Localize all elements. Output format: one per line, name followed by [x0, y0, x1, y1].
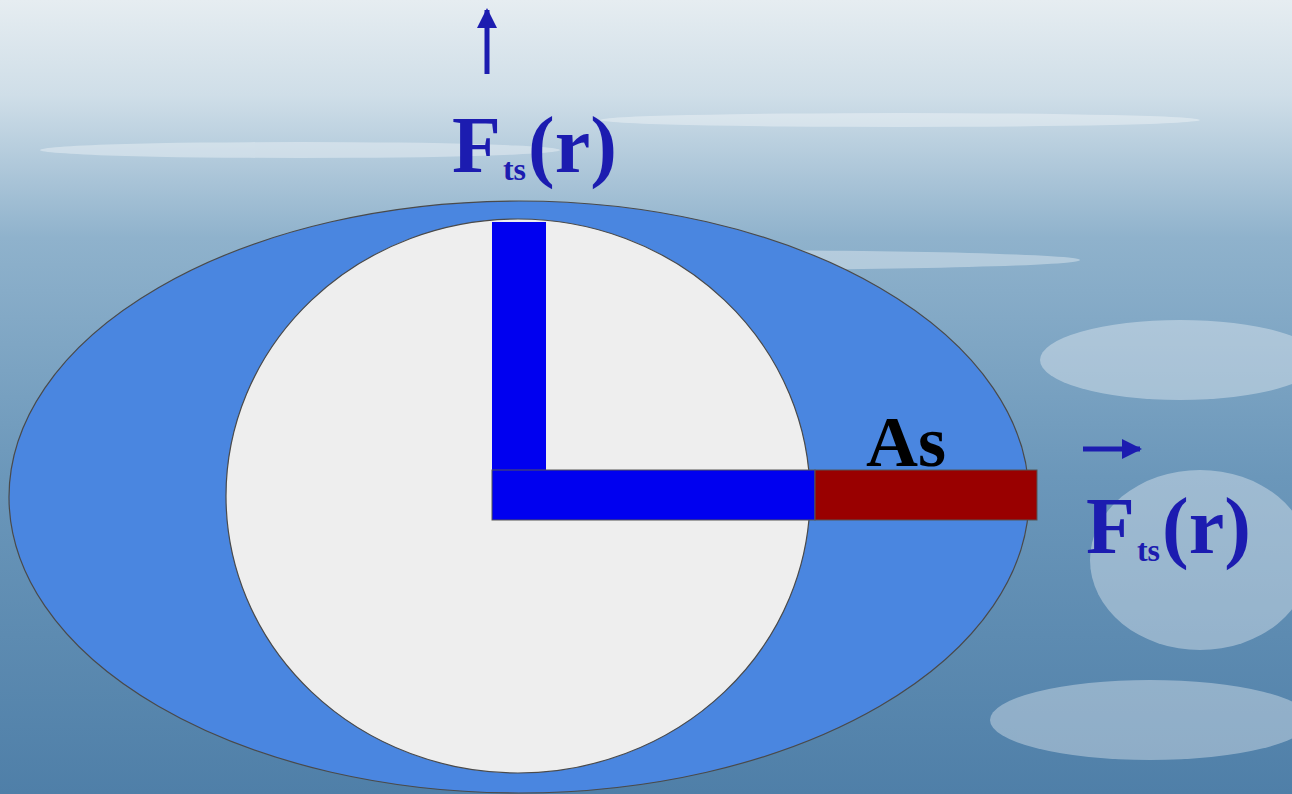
label-text: F — [1086, 486, 1135, 566]
label-text: (r) — [528, 105, 617, 185]
subscript-text: ts — [1137, 534, 1160, 566]
label-text: F — [452, 105, 501, 185]
area-label: As — [866, 406, 946, 478]
label-text: As — [866, 406, 946, 478]
surf — [1040, 320, 1292, 400]
force-label: Fts(r) — [1086, 486, 1251, 566]
surf — [990, 680, 1292, 760]
horizontal-bar — [492, 470, 815, 520]
force-arrow-right — [1083, 447, 1140, 452]
subscript-text: ts — [503, 153, 526, 185]
force-arrow-up — [485, 10, 490, 74]
force-label: Fts(r) — [452, 105, 617, 185]
label-text: (r) — [1162, 486, 1251, 566]
wave-streak — [600, 113, 1200, 127]
vertical-bar — [492, 222, 546, 472]
